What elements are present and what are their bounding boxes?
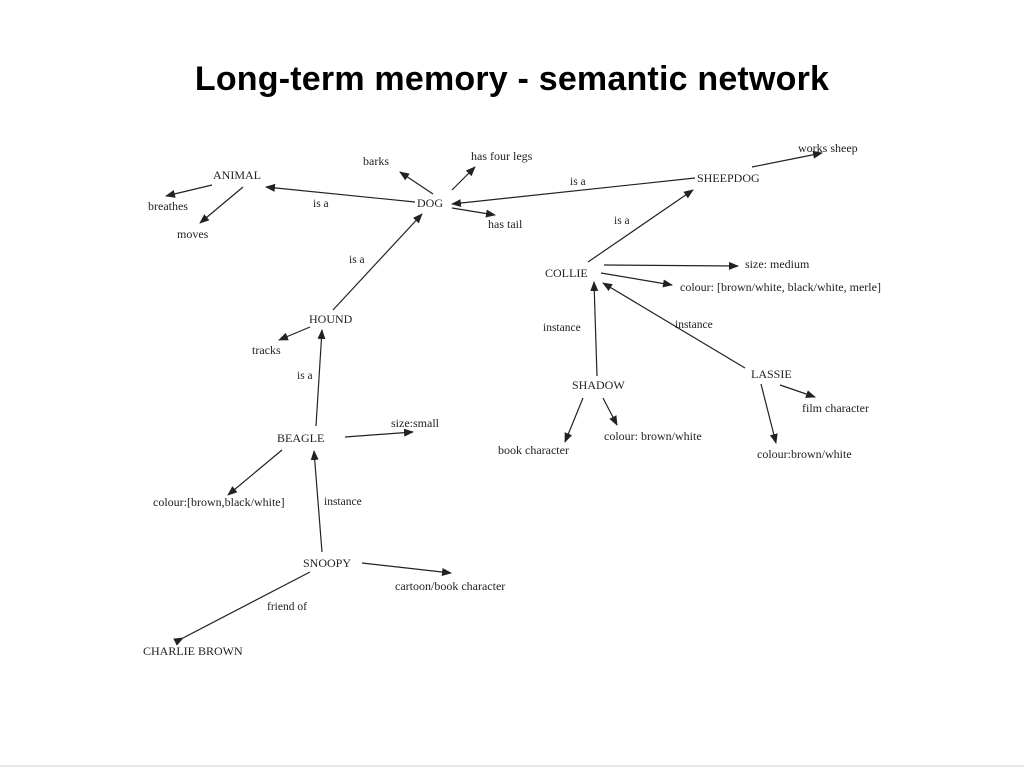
rel-beagle-hound: is a — [297, 370, 313, 382]
rel-dog-sheepdog: is a — [570, 176, 586, 188]
edge-sheepdog-dog — [451, 177, 696, 208]
node-lassie: LASSIE — [751, 367, 792, 381]
node-charlie-brown: CHARLIE BROWN — [143, 644, 243, 658]
edge-dog-has-four-legs — [451, 166, 476, 191]
rel-dog-animal: is a — [313, 198, 329, 210]
edge-shadow-book — [564, 397, 584, 443]
edge-snoopy-beagle — [310, 450, 323, 553]
node-collie: COLLIE — [545, 266, 588, 280]
edge-collie-size — [603, 261, 739, 270]
rel-shadow-collie: instance — [543, 322, 581, 334]
node-sheepdog: SHEEPDOG — [697, 171, 760, 185]
node-tracks: tracks — [252, 343, 281, 357]
nodes: ANIMAL breathes moves DOG barks has four… — [143, 141, 881, 658]
node-barks: barks — [363, 154, 389, 168]
node-book-character: book character — [498, 443, 569, 457]
edges — [165, 150, 823, 646]
node-film-character: film character — [802, 401, 869, 415]
node-colour-beagle: colour:[brown,black/white] — [153, 495, 285, 509]
node-dog: DOG — [417, 196, 443, 210]
node-snoopy: SNOOPY — [303, 556, 351, 570]
rel-snoopy-beagle: instance — [324, 496, 362, 508]
edge-hound-tracks — [278, 326, 311, 341]
node-has-tail: has tail — [488, 217, 523, 231]
edge-beagle-size — [344, 428, 414, 438]
node-size-small: size:small — [391, 416, 440, 430]
edge-charlie-snoopy — [173, 571, 311, 646]
bottom-rule — [0, 765, 1024, 767]
edge-sheepdog-works-sheep — [751, 150, 823, 168]
node-cartoon-book: cartoon/book character — [395, 579, 505, 593]
edge-animal-breathes — [165, 184, 213, 198]
relation-labels: is a is a is a is a is a instance instan… — [267, 176, 713, 613]
edge-dog-has-tail — [451, 207, 496, 218]
edge-lassie-colour — [760, 383, 778, 444]
edge-beagle-colour — [227, 449, 283, 496]
rel-collie-sheepdog: is a — [614, 215, 630, 227]
rel-hound-dog: is a — [349, 254, 365, 266]
node-beagle: BEAGLE — [277, 431, 324, 445]
node-shadow: SHADOW — [572, 378, 625, 392]
edge-shadow-collie — [590, 281, 599, 377]
node-colour-shadow: colour: brown/white — [604, 429, 702, 443]
edge-collie-colour — [600, 272, 673, 288]
node-has-four-legs: has four legs — [471, 149, 533, 163]
edge-collie-sheepdog — [587, 189, 694, 263]
edge-shadow-colour — [602, 397, 618, 426]
edge-dog-barks — [399, 171, 434, 195]
node-animal: ANIMAL — [213, 168, 261, 182]
edge-beagle-hound — [315, 329, 326, 427]
edge-dog-animal — [265, 183, 416, 203]
slide-title: Long-term memory - semantic network — [194, 60, 830, 98]
edge-hound-dog — [332, 213, 423, 311]
edge-lassie-collie — [602, 282, 746, 369]
node-breathes: breathes — [148, 199, 188, 213]
node-colour-collie: colour: [brown/white, black/white, merle… — [680, 280, 881, 294]
edge-snoopy-cartoon — [361, 562, 452, 576]
node-works-sheep: works sheep — [798, 141, 858, 155]
edge-lassie-film — [779, 384, 816, 398]
edge-animal-moves — [199, 186, 244, 224]
node-hound: HOUND — [309, 312, 353, 326]
node-colour-lassie: colour:brown/white — [757, 447, 852, 461]
node-size-medium: size: medium — [745, 257, 810, 271]
node-moves: moves — [177, 227, 209, 241]
rel-lassie-collie: instance — [675, 319, 713, 331]
rel-charlie-snoopy: friend of — [267, 601, 307, 613]
